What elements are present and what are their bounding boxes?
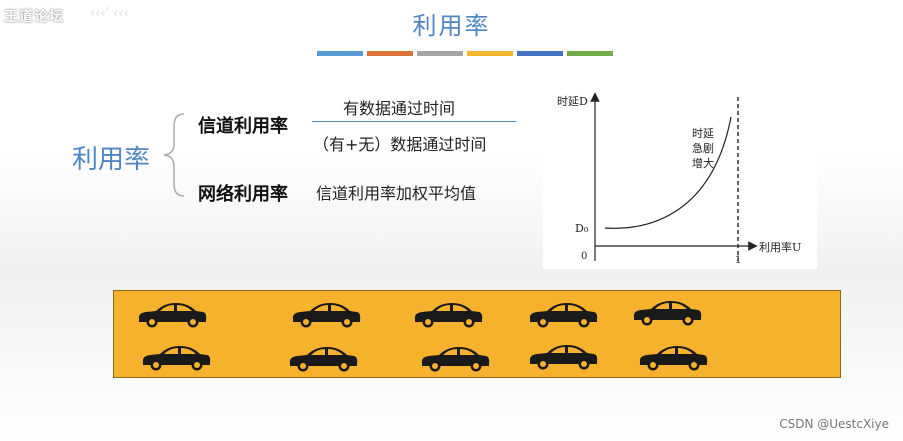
color-bar-segment [517,51,563,56]
annotation-line: 急剧 [692,141,714,155]
slide-title: 利用率 [412,12,491,40]
d0-label: D₀ [575,222,589,235]
car-icon [414,303,483,328]
car-icon [633,301,702,326]
fraction-line [312,121,516,122]
car-icon [639,346,708,371]
car-icon [292,303,361,328]
color-bar-segment [467,51,513,56]
csdn-credit: CSDN @UestcXiye [779,417,889,431]
road-illustration [113,290,841,378]
origin-label: 0 [581,251,587,262]
network-utilization-label: 网络利用率 [198,184,288,205]
delay-utilization-graph: 时延D 利用率U 0 D₀ 1 时延 急剧 增大 [543,91,817,269]
car-icon [142,346,211,371]
annotation-line: 时延 [692,127,714,140]
delay-curve [604,116,732,229]
channel-utilization-label: 信道利用率 [198,116,288,137]
graph-svg: 时延D 利用率U 0 D₀ 1 时延 急剧 增大 [557,92,801,266]
curly-brace [163,113,185,197]
y-axis-label: 时延D [557,95,588,108]
utilization-heading: 利用率 [72,145,151,175]
color-bar-segment [317,51,363,56]
annotation-line: 增大 [692,156,714,170]
forum-watermark: 王道论坛 [4,9,64,25]
car-icon [529,303,598,328]
watermark-scribble: ‹‹‹' ‹‹‹ [90,6,129,21]
car-icon [138,303,207,328]
car-icon [421,347,490,372]
x-tick-label: 1 [735,255,741,266]
color-bar-segment [567,51,613,56]
formula-numerator: 有数据通过时间 [343,99,456,118]
car-icon [529,345,598,370]
formula-denominator: （有+无）数据通过时间 [313,135,487,154]
color-bar-segment [367,51,413,56]
network-utilization-text: 信道利用率加权平均值 [316,184,477,203]
car-icon [289,347,358,372]
x-axis-label: 利用率U [759,240,801,254]
color-bar-segment [417,51,463,56]
